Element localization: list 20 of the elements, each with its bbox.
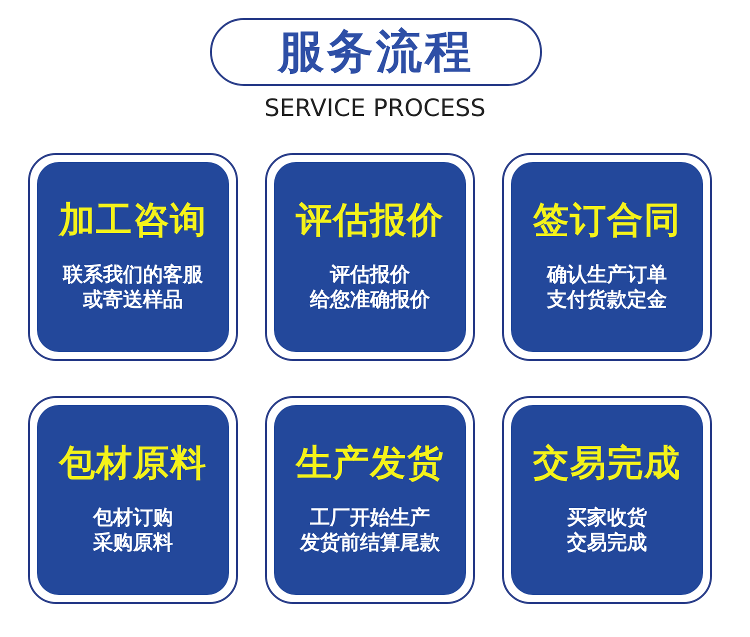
step-description: 确认生产订单支付货款定金 [547,262,667,312]
step-description: 包材订购采购原料 [93,505,173,555]
step-description: 评估报价给您准确报价 [310,262,430,312]
title-pill: 服务流程 [210,18,542,86]
step-card [265,396,475,604]
step-heading: 交易完成 [533,442,681,486]
step-card [502,153,712,361]
step-description: 买家收货交易完成 [567,505,647,555]
step-description: 联系我们的客服或寄送样品 [63,262,203,312]
step-heading: 包材原料 [59,442,207,486]
step-card [502,396,712,604]
step-card [28,153,238,361]
step-heading: 评估报价 [296,199,444,243]
step-description: 工厂开始生产发货前结算尾款 [300,505,440,555]
subtitle-text: SERVICE PROCESS [264,94,486,122]
step-heading: 签订合同 [533,199,681,243]
step-heading: 生产发货 [296,442,444,486]
step-card [28,396,238,604]
step-heading: 加工咨询 [59,199,207,243]
step-card [265,153,475,361]
